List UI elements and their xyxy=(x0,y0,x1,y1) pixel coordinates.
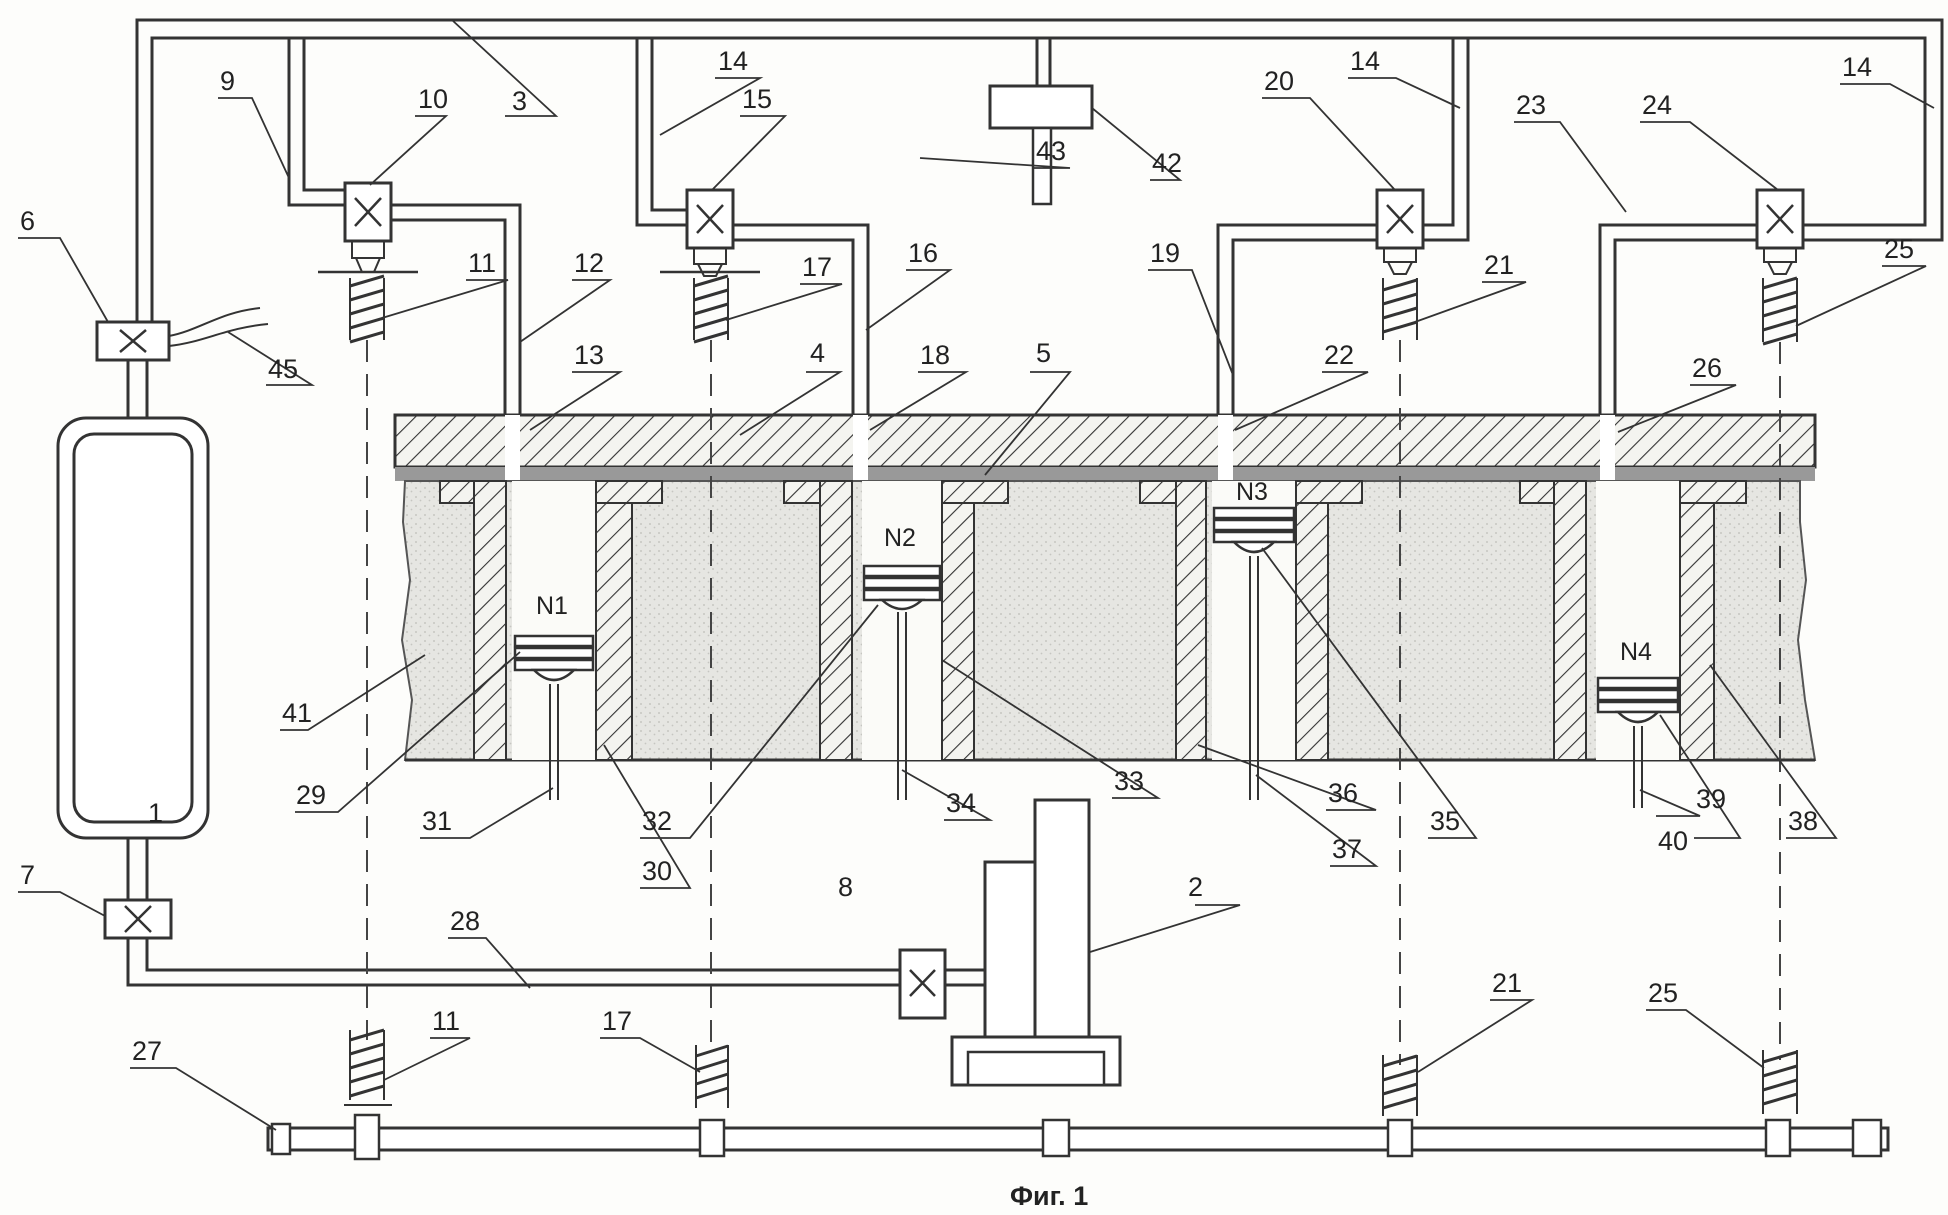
label-12: 12 xyxy=(574,248,604,278)
figure-caption: Фиг. 1 xyxy=(1010,1181,1088,1211)
label-2: 2 xyxy=(1188,872,1203,902)
label-45: 45 xyxy=(268,354,298,384)
pipeline-branches xyxy=(289,38,1852,240)
compressor-2 xyxy=(952,800,1120,1085)
label-6: 6 xyxy=(20,206,35,236)
label-21-upper: 21 xyxy=(1484,250,1514,280)
label-8: 8 xyxy=(838,872,853,902)
piston-label-n1: N1 xyxy=(536,592,568,620)
valve-15 xyxy=(687,190,733,276)
label-7: 7 xyxy=(20,860,35,890)
label-31: 31 xyxy=(422,806,452,836)
label-36: 36 xyxy=(1328,778,1358,808)
label-40: 40 xyxy=(1658,826,1688,856)
label-43: 43 xyxy=(1036,136,1066,166)
label-10: 10 xyxy=(418,84,448,114)
label-11-lower: 11 xyxy=(432,1006,460,1036)
label-14-b: 14 xyxy=(1350,46,1380,76)
piston-label-n4: N4 xyxy=(1620,638,1652,666)
label-35: 35 xyxy=(1430,806,1460,836)
label-25-upper: 25 xyxy=(1884,234,1914,264)
label-15: 15 xyxy=(742,84,772,114)
piston-label-n3: N3 xyxy=(1236,478,1268,506)
label-13: 13 xyxy=(574,340,604,370)
label-17-upper: 17 xyxy=(802,252,832,282)
label-39: 39 xyxy=(1696,784,1726,814)
pipeline-28 xyxy=(128,938,985,985)
label-37: 37 xyxy=(1332,834,1362,864)
valve-20 xyxy=(1377,190,1423,274)
cover-plate xyxy=(395,415,1815,481)
label-23: 23 xyxy=(1516,90,1546,120)
valve-24 xyxy=(1757,190,1803,274)
label-21-lower: 21 xyxy=(1492,968,1522,998)
label-1: 1 xyxy=(148,798,163,828)
label-41: 41 xyxy=(282,698,312,728)
valve-7 xyxy=(105,900,171,938)
label-26: 26 xyxy=(1692,353,1722,383)
label-20: 20 xyxy=(1264,66,1294,96)
label-34: 34 xyxy=(946,788,976,818)
valve-10 xyxy=(345,183,391,272)
label-16: 16 xyxy=(908,238,938,268)
label-38: 38 xyxy=(1788,806,1818,836)
bottom-shaft-27 xyxy=(268,1115,1888,1159)
label-32: 32 xyxy=(642,806,672,836)
receiver-1 xyxy=(58,360,208,900)
label-24: 24 xyxy=(1642,90,1672,120)
valve-6 xyxy=(97,308,268,360)
label-22: 22 xyxy=(1324,340,1354,370)
label-14-a: 14 xyxy=(718,46,748,76)
label-27: 27 xyxy=(132,1036,162,1066)
label-30: 30 xyxy=(642,856,672,886)
label-42: 42 xyxy=(1152,148,1182,178)
label-3: 3 xyxy=(512,86,527,116)
label-11-upper: 11 xyxy=(468,248,496,278)
label-28: 28 xyxy=(450,906,480,936)
label-4: 4 xyxy=(810,338,825,368)
piston-label-n2: N2 xyxy=(884,524,916,552)
valve-8 xyxy=(900,950,945,1018)
label-29: 29 xyxy=(296,780,326,810)
mold-body xyxy=(402,481,1815,760)
label-17-lower: 17 xyxy=(602,1006,632,1036)
label-5: 5 xyxy=(1036,338,1051,368)
springs-upper xyxy=(318,272,1797,344)
label-25-lower: 25 xyxy=(1648,978,1678,1008)
label-19: 19 xyxy=(1150,238,1180,268)
label-33: 33 xyxy=(1114,766,1144,796)
label-18: 18 xyxy=(920,340,950,370)
label-9: 9 xyxy=(220,66,235,96)
label-14-c: 14 xyxy=(1842,52,1872,82)
